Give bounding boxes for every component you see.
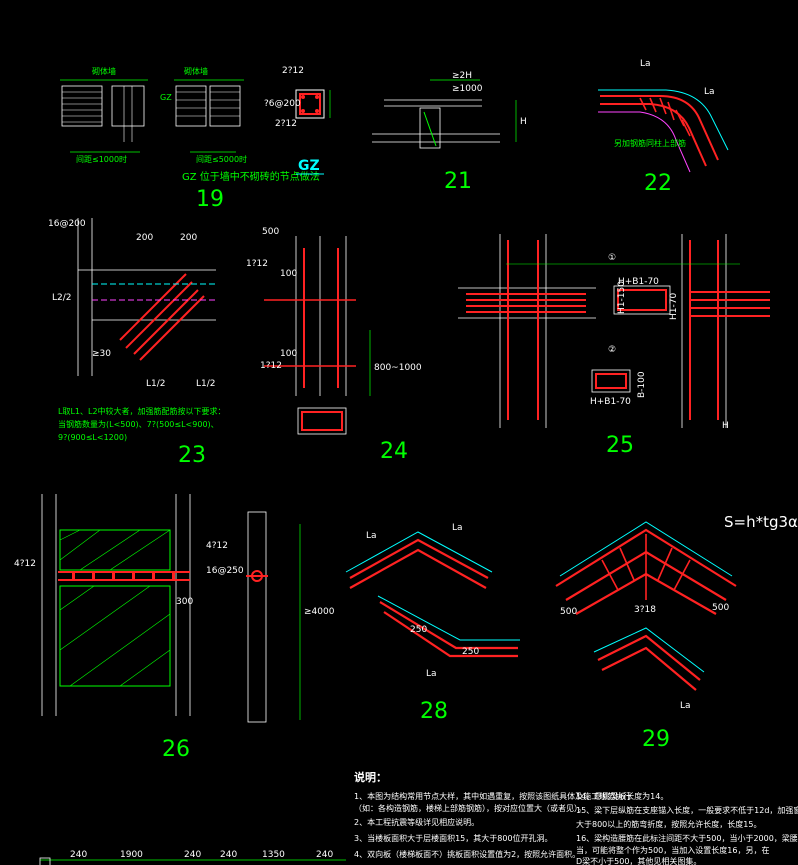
d25-m1: ① <box>608 253 616 263</box>
d19-label-b: GZ <box>160 93 172 102</box>
d29-number: 29 <box>642 727 670 752</box>
notes-left-2: （如：各构造钢筋，楼梯上部筋钢筋），按对应位置大（或者见）。 <box>354 803 586 813</box>
notes-right-5: 当，可能将整个作为500，当加入设置长度16，另，在 <box>576 845 769 855</box>
gz-stirrup: ?6@200 <box>264 99 301 109</box>
bottom-dimension-row: 240 1900 240 240 1350 240 <box>39 850 346 865</box>
gz-bottom-bar: 2?12 <box>275 119 297 129</box>
d25-s2: H1-150 <box>617 281 627 314</box>
d25-side: H <box>722 421 729 431</box>
d24-c: 1?12 <box>260 361 282 371</box>
d29-v3: 3?18 <box>634 605 656 615</box>
gz-title: GZ <box>298 158 320 174</box>
d25-m2: ② <box>608 345 616 355</box>
d24-number: 24 <box>380 439 408 464</box>
d24-top: 500 <box>262 227 279 237</box>
d23-ge30: ≥30 <box>92 349 111 359</box>
d25-s1: H+B1-70 <box>618 277 659 287</box>
d24-d: 100 <box>280 349 297 359</box>
d25-number: 25 <box>606 433 634 458</box>
notes-right-1: 14、悬挑梁板长度为14。 <box>576 791 668 801</box>
d24-b: 100 <box>280 269 297 279</box>
d23-note-line2: 当钢筋数量为(L<500)、7?(500≤L<900)、 <box>58 419 219 429</box>
d29-v2: 500 <box>712 603 729 613</box>
detail-26: 4?12 4?12 16@250 300 ≥4000 26 <box>14 494 335 762</box>
detail-23: 16@200 200 200 L2/2 ≥30 L1/2 L1/2 L取L1、L… <box>48 218 226 468</box>
d28-v1: 250 <box>410 625 427 635</box>
notes-right-2: 15、梁下层纵筋在支座锚入长度，一般要求不低于12d，加强窗口钢筋，梁高度 <box>576 805 798 815</box>
d28-v2: 250 <box>462 647 479 657</box>
d26-d: ≥4000 <box>304 607 335 617</box>
d21-dim-top2: ≥1000 <box>452 84 483 94</box>
d23-note-line3: 9?(900≤L<1200) <box>58 433 127 442</box>
d29-v1: 500 <box>560 607 577 617</box>
d19-right-dim: 间距≤5000时 <box>196 154 247 164</box>
d28-la1: La <box>366 531 377 541</box>
d25-s4: B-100 <box>637 371 647 398</box>
detail-19: 砌体墙 砌体墙 GZ 间距≤1000时 间距≤5000时 GZ 位于墙中不砌砖的… <box>60 66 320 212</box>
bottom-dim-1: 240 <box>70 850 87 860</box>
d26-c: 300 <box>176 597 193 607</box>
d22-note: 另加钢筋同柱上部筋 <box>614 138 686 148</box>
bottom-dim-3: 240 <box>184 850 201 860</box>
d23-note-line1: L取L1、L2中较大者，加强筋配筋按以下要求： <box>58 406 226 416</box>
d23-l1a: L1/2 <box>146 379 166 389</box>
detail-22: La La 另加钢筋同柱上部筋 22 <box>598 59 729 196</box>
d26-b: 16@250 <box>206 566 244 576</box>
notes-right-3: 大于800以上的筋弯折度，按照允许长度，长度15。 <box>576 819 761 829</box>
d23-d2: 200 <box>180 233 197 243</box>
d19-label-a: 砌体墙 <box>92 66 116 76</box>
d24-e: 800~1000 <box>374 363 422 373</box>
bottom-dim-6: 240 <box>316 850 333 860</box>
d22-la-side: La <box>704 87 715 97</box>
notes-left-3: 2、本工程抗震等级详见相应说明。 <box>354 817 479 827</box>
detail-24: 500 1?12 100 1?12 100 800~1000 24 <box>246 227 422 464</box>
d19-left-dim: 间距≤1000时 <box>76 154 127 164</box>
d26-number: 26 <box>162 737 190 762</box>
notes-left-4: 3、当楼板面积大于层楼面积15，其大于800位开孔洞。 <box>354 833 553 843</box>
bottom-dim-2: 1900 <box>120 850 143 860</box>
d26-a: 4?12 <box>206 541 228 551</box>
detail-28: La La La 250 250 28 <box>345 523 520 724</box>
d28-la2: La <box>452 523 463 533</box>
d23-top: 16@200 <box>48 219 86 229</box>
d29-la: La <box>680 701 691 711</box>
d23-d1: 200 <box>136 233 153 243</box>
d26-left: 4?12 <box>14 559 36 569</box>
d28-la3: La <box>426 669 437 679</box>
d21-number: 21 <box>444 169 472 194</box>
d28-number: 28 <box>420 699 448 724</box>
d21-side: H <box>520 117 527 127</box>
d23-l1b: L1/2 <box>196 379 216 389</box>
bottom-dim-4: 240 <box>220 850 237 860</box>
d25-s5: H+B1-70 <box>590 397 631 407</box>
d22-number: 22 <box>644 171 672 196</box>
detail-29: S=h*tg3α 500 500 3?18 La 29 <box>555 513 798 752</box>
notes-right-4: 16、梁构造腰筋在此标注间距不大于500，当小于2000，梁腰长度间距为 <box>576 833 798 843</box>
d19-caption: GZ 位于墙中不砌砖的节点做法 <box>182 170 320 183</box>
bottom-dim-5: 1350 <box>262 850 285 860</box>
detail-21: ≥2H ≥1000 H 21 <box>372 71 527 194</box>
d21-dim-top: ≥2H <box>452 71 472 81</box>
d19-number: 19 <box>196 187 224 212</box>
d23-l2: L2/2 <box>52 293 72 303</box>
notes-left-5: 4、双向板（楼梯板面不）挑板面积设置值为2，按照允许面积。 <box>354 849 580 859</box>
notes-left-1: 1、本图为结构常用节点大样，其中如遇重复，按照该图纸具体及施工规范执行 <box>354 791 631 801</box>
d25-s3: H1-70 <box>669 293 679 320</box>
d19-label-a2: 砌体墙 <box>184 66 208 76</box>
detail-25: ① ② H+B1-70 H1-150 H1-70 B-100 H+B1-70 H… <box>458 234 770 458</box>
notes-block: 说明： 1、本图为结构常用节点大样，其中如遇重复，按照该图纸具体及施工规范执行 … <box>354 770 798 865</box>
gz-top-bar: 2?12 <box>282 66 304 76</box>
d29-formula: S=h*tg3α <box>724 513 798 531</box>
detail-gz: 2?12 ?6@200 2?12 GZ <box>264 66 331 175</box>
d22-la-top: La <box>640 59 651 69</box>
notes-title: 说明： <box>354 770 387 784</box>
notes-right-6: D梁不小于500，其他见相关图集。 <box>576 856 701 865</box>
d23-number: 23 <box>178 443 206 468</box>
d24-a: 1?12 <box>246 259 268 269</box>
